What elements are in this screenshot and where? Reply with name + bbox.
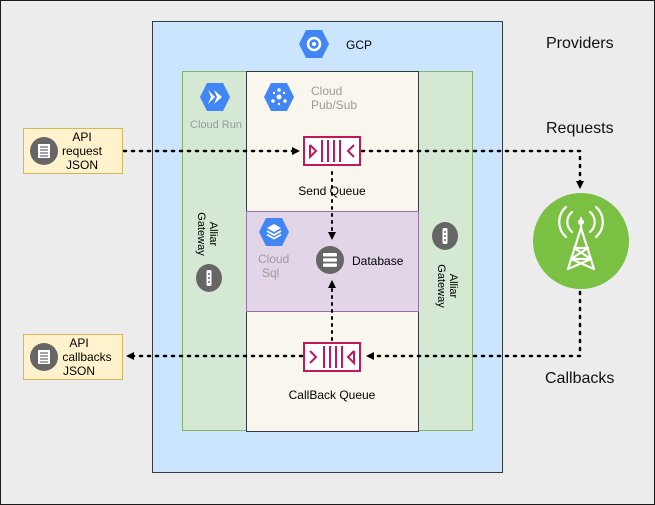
api-request-line2: request [61,144,103,158]
database-icon [316,246,344,274]
callback-queue-label: CallBack Queue [288,388,376,402]
callbacks-title: Callbacks [545,370,615,387]
gateway-left-icon [196,264,222,292]
gateway-right-line2: Gateway [435,264,447,308]
gcp-label: GCP [346,38,373,52]
send-queue-label: Send Queue [298,184,366,198]
api-callbacks-document-list-icon [30,343,58,371]
api-callbacks-line2: callbacks [62,350,112,364]
gcp-hexagon-icon [299,30,329,58]
api-callbacks-line3: JSON [62,364,95,378]
pubsub-label-line2: Pub/Sub [311,98,358,112]
gateway-right-line1: Alliar [447,273,459,299]
gateway-left-label: Alliar Gateway [193,194,219,274]
callback-queue-icon [303,342,361,372]
database-label: Database [352,254,404,268]
providers-title: Providers [546,35,614,52]
api-callbacks-line1: API [69,336,89,350]
pubsub-icon [264,83,294,111]
gateway-left-line2: Gateway [195,212,207,256]
cloud-run-label: Cloud Run [190,119,242,131]
cloud-run-gateway-column [182,71,248,431]
cloud-sql-label-line1: Cloud [258,252,290,266]
right-gateway-column [417,71,473,431]
api-request-line3: JSON [65,158,98,172]
cloud-sql-icon [259,218,289,246]
provider-to-callback-queue-line [366,290,582,360]
send-queue-icon [303,136,361,166]
pubsub-label-line1: Cloud [311,84,343,98]
radio-tower-icon [533,193,629,289]
send-queue-to-provider-line [360,149,584,189]
api-request-document-list-icon [30,137,58,165]
api-request-line1: API [72,130,92,144]
cloud-sql-label-line2: Sql [262,266,280,280]
gateway-left-line1: Alliar [207,221,219,247]
gateway-right-label: Alliar Gateway [433,246,459,326]
cloud-run-icon [200,83,230,111]
gateway-right-icon [432,222,458,250]
requests-title: Requests [546,120,614,137]
